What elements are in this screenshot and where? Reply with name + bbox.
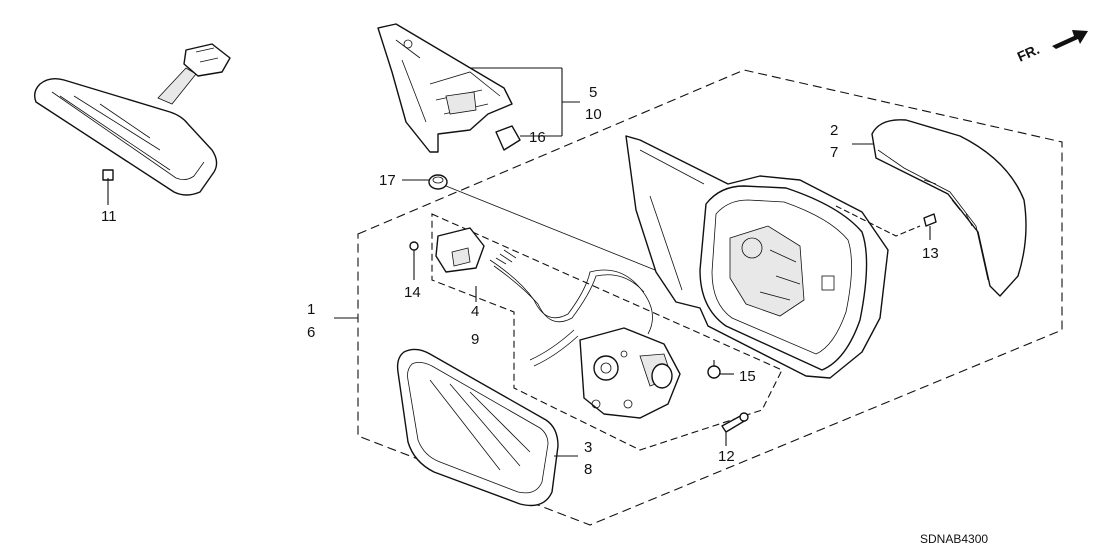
wiring-harness (489, 249, 653, 367)
callout-5: 5 (589, 84, 597, 101)
fr-label: FR. (1015, 41, 1042, 65)
screw-15 (707, 360, 721, 379)
diagram-code: SDNAB4300 (920, 532, 988, 546)
arrow-forward-icon (1052, 30, 1088, 49)
callout-1: 1 (307, 301, 315, 318)
callout-11: 11 (101, 208, 117, 225)
mirror-bracket-cover (377, 23, 521, 153)
front-direction-indicator: FR. (1015, 30, 1088, 65)
callout-2: 2 (830, 122, 838, 139)
callout-15: 15 (739, 368, 756, 385)
rearview-mirror (33, 43, 231, 196)
callout-8: 8 (584, 461, 592, 478)
guide-13 (835, 205, 921, 237)
callout-7: 7 (830, 144, 838, 161)
callout-17: 17 (379, 172, 396, 189)
callout-4: 4 (471, 303, 479, 320)
guide-17 (445, 185, 661, 273)
callout-13: 13 (922, 245, 939, 262)
callout-16: 16 (529, 129, 546, 146)
screw-13 (923, 213, 937, 227)
callout-9: 9 (471, 331, 479, 348)
mirror-connector (435, 227, 485, 273)
grommet-17 (428, 174, 448, 190)
mirror-skull-cap (871, 119, 1027, 297)
callout-3: 3 (584, 439, 592, 456)
callout-6: 6 (307, 324, 315, 341)
callout-10: 10 (585, 106, 602, 123)
harness-group-outline (431, 213, 783, 451)
mirror-actuator (579, 327, 681, 419)
screw-12 (721, 412, 749, 433)
mirror-glass (396, 348, 559, 507)
screw-14 (409, 241, 419, 266)
callout-12: 12 (718, 448, 735, 465)
mirror-housing (625, 135, 889, 379)
callout-14: 14 (404, 284, 421, 301)
